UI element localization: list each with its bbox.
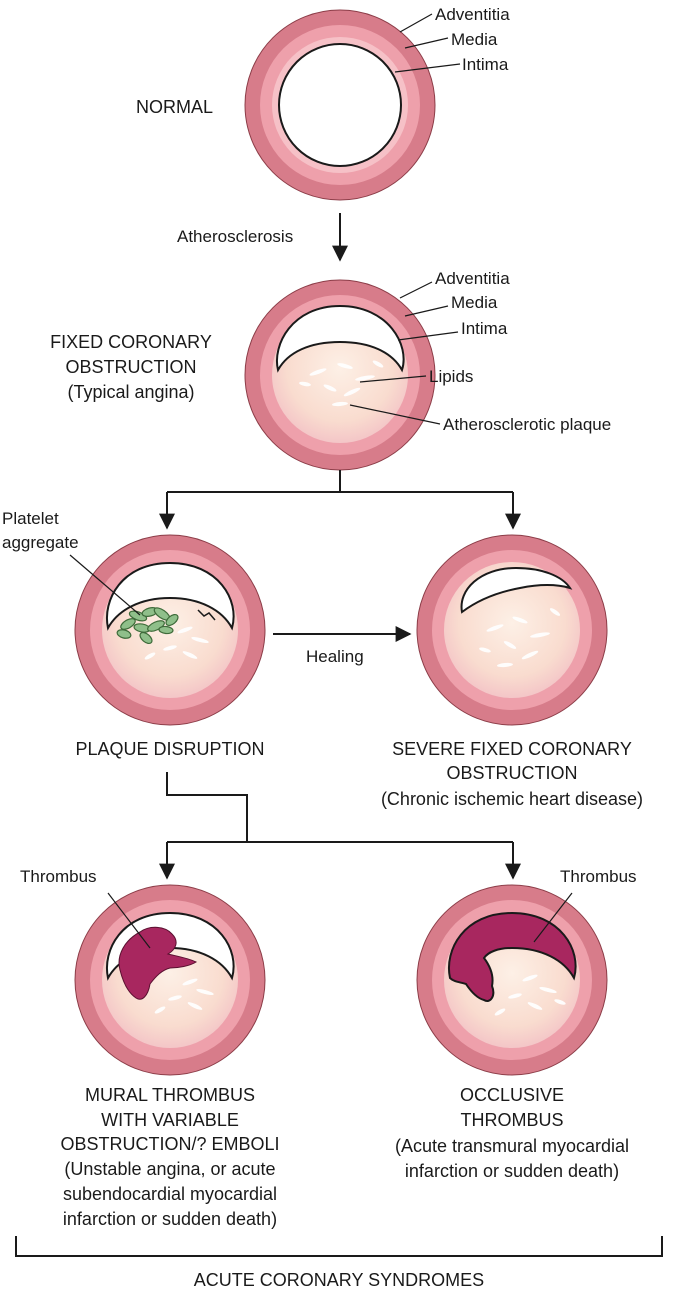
plaque-rupture-edge <box>197 609 216 621</box>
mural-subtitle-3: infarction or sudden death) <box>63 1209 277 1229</box>
mural-thrombus-artery <box>74 884 266 1076</box>
fixed-media-label: Media <box>451 293 498 312</box>
lipid-flecks <box>299 360 384 407</box>
mural-subtitle-2: subendocardial myocardial <box>63 1184 277 1204</box>
occlusive-subtitle-1: (Acute transmural myocardial <box>395 1136 629 1156</box>
lumen <box>278 43 402 167</box>
normal-adventitia-label: Adventitia <box>435 5 510 24</box>
platelet-label-2: aggregate <box>2 533 79 552</box>
branch-connector-1 <box>159 470 521 530</box>
fixed-intima-label: Intima <box>461 319 508 338</box>
lipid-flecks <box>494 974 566 1016</box>
mural-subtitle-1: (Unstable angina, or acute <box>64 1159 275 1179</box>
lumen <box>106 561 235 631</box>
fixed-leaders <box>349 281 459 425</box>
lipids-label: Lipids <box>429 367 473 386</box>
platelet-label-1: Platelet <box>2 509 59 528</box>
occlusive-thrombus-label: Thrombus <box>560 867 637 886</box>
severe-title-1: SEVERE FIXED CORONARY <box>392 739 632 759</box>
normal-artery <box>244 9 436 201</box>
platelet-aggregate <box>116 607 179 645</box>
occlusive-subtitle-2: infarction or sudden death) <box>405 1161 619 1181</box>
normal-title: NORMAL <box>136 97 213 117</box>
atherosclerosis-label: Atherosclerosis <box>177 227 293 246</box>
fixed-obstruction-artery <box>244 279 436 471</box>
occlusive-title-1: OCCLUSIVE <box>460 1085 564 1105</box>
lipid-flecks <box>479 608 561 668</box>
severe-obstruction-artery <box>416 534 608 726</box>
lipid-flecks <box>144 626 209 660</box>
fixed-title-1: FIXED CORONARY <box>50 332 212 352</box>
occlusive-thrombus-artery <box>416 884 608 1076</box>
fixed-adventitia-label: Adventitia <box>435 269 510 288</box>
mural-thrombus-leader <box>107 892 151 949</box>
mural-thrombus <box>118 926 197 1000</box>
normal-media-label: Media <box>451 30 498 49</box>
lumen <box>276 304 405 373</box>
normal-leaders <box>394 13 461 73</box>
occlusive-thrombus-leader <box>533 892 573 943</box>
branch-connector-2 <box>159 772 521 880</box>
severe-subtitle: (Chronic ischemic heart disease) <box>381 789 643 809</box>
platelet-leader <box>69 554 141 616</box>
plaque-label: Atherosclerotic plaque <box>443 415 611 434</box>
normal-intima-label: Intima <box>462 55 509 74</box>
occlusive-title-2: THROMBUS <box>461 1110 564 1130</box>
mural-title-3: OBSTRUCTION/? EMBOLI <box>60 1134 279 1154</box>
mural-title-1: MURAL THROMBUS <box>85 1085 255 1105</box>
fixed-title-2: OBSTRUCTION <box>65 357 196 377</box>
narrowed-lumen <box>460 566 573 614</box>
mural-title-2: WITH VARIABLE <box>101 1110 239 1130</box>
healing-label: Healing <box>306 647 364 666</box>
acute-coronary-syndromes-label: ACUTE CORONARY SYNDROMES <box>194 1270 484 1290</box>
severe-title-2: OBSTRUCTION <box>446 763 577 783</box>
mural-thrombus-label: Thrombus <box>20 867 97 886</box>
occlusive-thrombus <box>448 911 577 1002</box>
disruption-title: PLAQUE DISRUPTION <box>75 739 264 759</box>
syndromes-bracket <box>15 1236 663 1257</box>
fixed-subtitle: (Typical angina) <box>67 382 194 402</box>
plaque-disruption-artery <box>74 534 266 726</box>
lipid-flecks <box>154 978 214 1014</box>
